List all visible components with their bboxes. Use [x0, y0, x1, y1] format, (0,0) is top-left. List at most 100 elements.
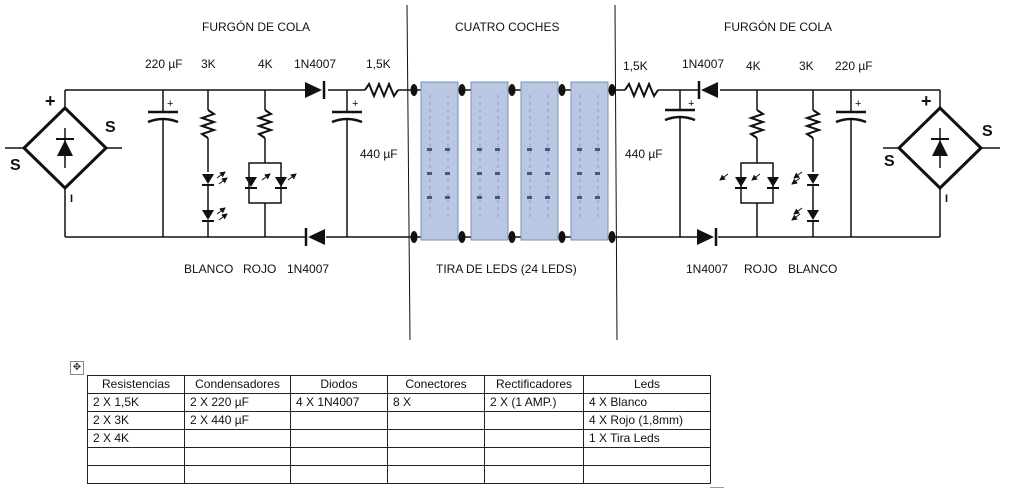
- resistor-1-5k-right: [624, 81, 659, 99]
- label-440uf-right: 440 µF: [625, 147, 663, 161]
- bom-header: Resistencias: [87, 375, 185, 394]
- bridge-plus-right: +: [921, 91, 932, 111]
- label-led-white-left: BLANCO: [184, 262, 233, 276]
- connectors: [410, 84, 616, 243]
- bom-cell: [583, 447, 711, 466]
- bom-cell: 1 X Tira Leds: [583, 429, 711, 448]
- resistor-1-5k-left: [364, 81, 399, 99]
- diode-top-right: [697, 81, 718, 99]
- led-white-left-1: [202, 171, 228, 186]
- bridge-ac-right-2: S: [982, 123, 993, 140]
- table-row: 2 X 4K 1 X Tira Leds: [87, 429, 711, 448]
- label-led-red-right: ROJO: [744, 262, 777, 276]
- led-red-pair-left: [245, 162, 297, 237]
- bom-cell: [387, 411, 485, 430]
- bom-cell: 8 X: [387, 393, 485, 412]
- label-led-white-right: BLANCO: [788, 262, 837, 276]
- resistor-3k-right: [803, 90, 823, 172]
- label-440uf-left: 440 µF: [360, 147, 398, 161]
- led-red-pair-right: [719, 162, 779, 237]
- led-strip-car-2: [470, 81, 509, 241]
- label-diode-bottom-left: 1N4007: [287, 262, 329, 276]
- label-220uf-right: 220 µF: [835, 59, 873, 73]
- bom-cell: 2 X 3K: [87, 411, 185, 430]
- bom-cell: 2 X 1,5K: [87, 393, 185, 412]
- resistor-4k-right: [747, 90, 767, 163]
- divider-line-left: [406, 4, 411, 341]
- cap-plus-right-large: +: [688, 98, 694, 110]
- bridge-ac-right-1: S: [884, 153, 895, 170]
- bom-header-row: Resistencias Condensadores Diodos Conect…: [87, 375, 711, 394]
- capacitor-220uf-left: +: [147, 90, 179, 237]
- label-1-5k-right: 1,5K: [623, 59, 648, 73]
- bom-cell: 4 X Rojo (1,8mm): [583, 411, 711, 430]
- table-row: [87, 465, 711, 484]
- label-diode-bottom-right: 1N4007: [686, 262, 728, 276]
- cap-plus-left-small: +: [167, 98, 173, 110]
- bom-cell: [387, 465, 485, 484]
- label-3k-left: 3K: [201, 57, 216, 71]
- table-row: 2 X 3K 2 X 440 µF 4 X Rojo (1,8mm): [87, 411, 711, 430]
- diode-bottom-right: [697, 228, 718, 246]
- bridge-plus-left: +: [45, 91, 56, 111]
- right-section-title: FURGÓN DE COLA: [724, 19, 832, 34]
- bom-cell: 2 X 440 µF: [184, 411, 291, 430]
- led-strip-section: TIRA DE LEDS (24 LEDS): [410, 81, 616, 276]
- bom-cell: [87, 447, 185, 466]
- label-4k-left: 4K: [258, 57, 273, 71]
- label-4k-right: 4K: [746, 59, 761, 73]
- label-3k-right: 3K: [799, 59, 814, 73]
- label-diode-top-right: 1N4007: [682, 57, 724, 71]
- table-resize-handle[interactable]: [710, 487, 724, 492]
- label-220uf-left: 220 µF: [145, 57, 183, 71]
- table-move-handle-icon[interactable]: ✥: [70, 361, 84, 375]
- bom-cell: [87, 465, 185, 484]
- label-led-red-left: ROJO: [243, 262, 276, 276]
- bom-header: Rectificadores: [484, 375, 584, 394]
- bom-cell: 4 X Blanco: [583, 393, 711, 412]
- bom-cell: [387, 429, 485, 448]
- diode-top-left: [305, 81, 326, 99]
- resistor-3k-left: [198, 90, 218, 172]
- bom-cell: [290, 447, 388, 466]
- bom-table: Resistencias Condensadores Diodos Conect…: [87, 375, 711, 484]
- bom-cell: [387, 447, 485, 466]
- bom-header: Conectores: [387, 375, 485, 394]
- table-row: [87, 447, 711, 466]
- bom-cell: 2 X 220 µF: [184, 393, 291, 412]
- bom-cell: [583, 465, 711, 484]
- label-led-strip: TIRA DE LEDS (24 LEDS): [436, 262, 577, 276]
- left-circuit: + I S S + 220 µF 3K: [5, 57, 420, 276]
- diode-bottom-left: [304, 228, 325, 246]
- led-white-right-2: [791, 207, 819, 222]
- bom-cell: 2 X 4K: [87, 429, 185, 448]
- bom-header: Condensadores: [184, 375, 291, 394]
- right-circuit: 1,5K + 440 µF 1N4007 4K: [612, 57, 1000, 276]
- bridge-minus-left: I: [70, 193, 73, 205]
- bom-cell: [184, 465, 291, 484]
- led-strip-car-1: [420, 81, 459, 241]
- center-section-title: CUATRO COCHES: [455, 20, 559, 34]
- capacitor-440uf-right: +: [664, 90, 696, 237]
- capacitor-440uf-left: +: [331, 90, 363, 237]
- bom-header: Diodos: [290, 375, 388, 394]
- divider-line-right: [614, 4, 618, 341]
- bom-cell: [184, 447, 291, 466]
- bom-cell: [484, 411, 584, 430]
- resistor-4k-left: [255, 90, 275, 163]
- bridge-ac-left-2: S: [105, 119, 116, 136]
- bom-cell: [290, 465, 388, 484]
- bom-cell: [484, 447, 584, 466]
- bom-cell: [484, 465, 584, 484]
- circuit-schematic: FURGÓN DE COLA CUATRO COCHES FURGÓN DE C…: [5, 4, 1000, 341]
- bridge-rectifier-right: + I S S: [883, 90, 1000, 237]
- bill-of-materials: Resistencias Condensadores Diodos Conect…: [87, 375, 711, 484]
- led-white-right-1: [791, 171, 819, 186]
- led-strip-car-3: [520, 81, 559, 241]
- label-1-5k-left: 1,5K: [366, 57, 391, 71]
- cap-plus-left-large: +: [352, 98, 358, 110]
- bom-cell: [184, 429, 291, 448]
- bridge-ac-left-1: S: [10, 157, 21, 174]
- capacitor-220uf-right: +: [835, 90, 867, 237]
- bridge-minus-right: I: [945, 193, 948, 205]
